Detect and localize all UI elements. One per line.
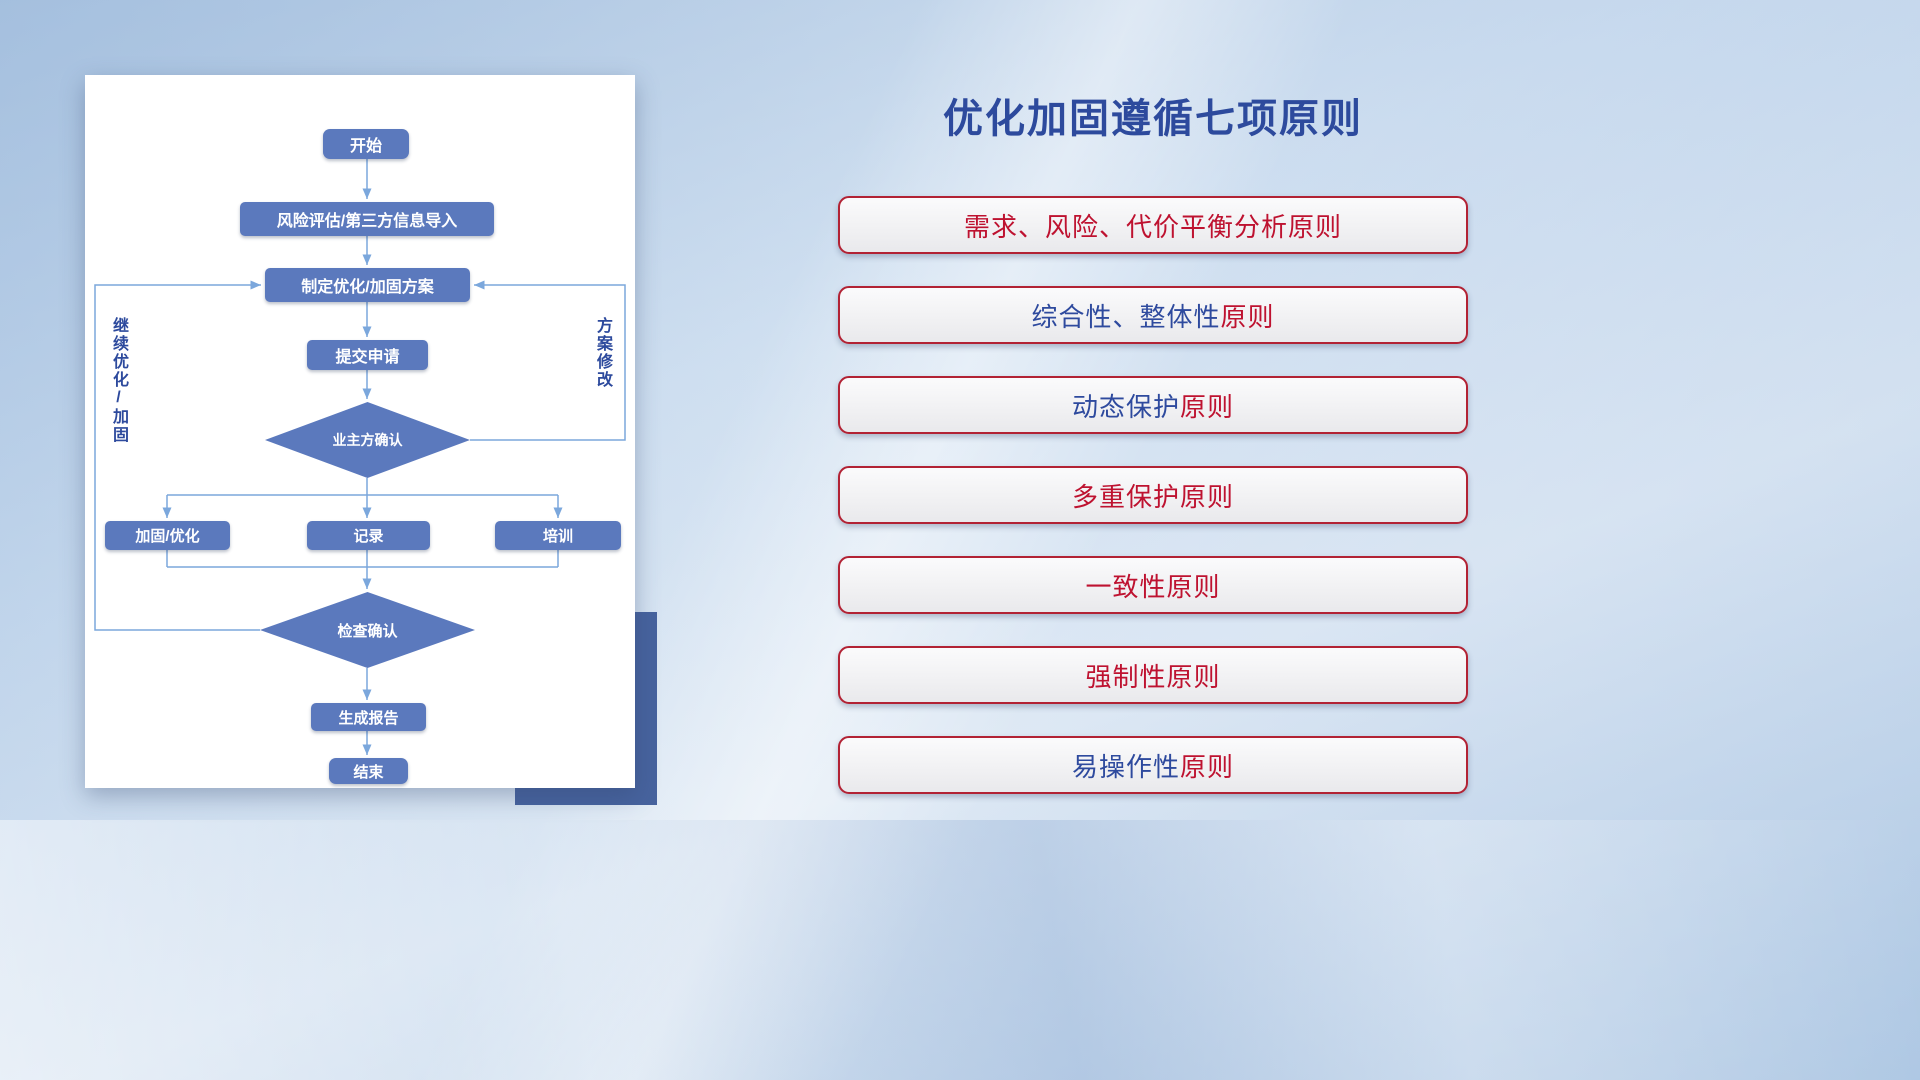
flowchart-connectors <box>94 159 626 755</box>
principle-box-4: 多重保护原则 <box>838 466 1468 524</box>
flow-node-risk-import: 风险评估/第三方信息导入 <box>240 202 494 236</box>
principle-text: 需求、风险、代价平衡分析原则 <box>963 211 1342 242</box>
flow-node-report-label: 生成报告 <box>338 709 399 727</box>
principle-text: 原则 <box>1220 301 1275 332</box>
flow-decision-owner-confirm-label: 业主方确认 <box>332 432 403 448</box>
flow-node-training: 培训 <box>495 521 621 550</box>
principle-box-3: 动态保护原则 <box>838 376 1468 434</box>
flow-node-record: 记录 <box>307 521 430 550</box>
flow-node-submit-label: 提交申请 <box>335 349 400 366</box>
flow-node-make-plan-label: 制定优化/加固方案 <box>301 279 434 296</box>
flow-loop-label-revise: 方案修改 <box>594 317 611 389</box>
flow-node-start: 开始 <box>323 129 409 159</box>
principle-text: 易操作性 <box>1071 751 1180 782</box>
principle-box-6: 强制性原则 <box>838 646 1468 704</box>
flow-decision-owner-confirm: 业主方确认 <box>265 402 470 478</box>
flow-node-harden-optimize: 加固/优化 <box>105 521 230 550</box>
flow-decision-check-confirm-label: 检查确认 <box>337 622 398 640</box>
flow-node-end-label: 结束 <box>353 763 384 781</box>
flow-loop-label-continue: 继续优化/加固 <box>110 317 127 444</box>
flow-node-submit: 提交申请 <box>307 340 428 370</box>
flow-node-training-label: 培训 <box>542 528 573 545</box>
principle-text: 综合性、整体性 <box>1031 301 1221 332</box>
principle-box-7: 易操作性原则 <box>838 736 1468 794</box>
principle-box-2: 综合性、整体性原则 <box>838 286 1468 344</box>
principles-list: 需求、风险、代价平衡分析原则综合性、整体性原则动态保护原则多重保护原则一致性原则… <box>838 196 1468 794</box>
flow-node-harden-optimize-label: 加固/优化 <box>135 528 200 545</box>
flow-decision-check-confirm: 检查确认 <box>260 592 475 668</box>
page-title: 优化加固遵循七项原则 <box>943 97 1363 141</box>
flow-node-report: 生成报告 <box>311 703 426 731</box>
flow-node-risk-import-label: 风险评估/第三方信息导入 <box>276 213 458 230</box>
flowchart-card: 开始 风险评估/第三方信息导入 制定优化/加固方案 提交申请 业主方确认 加固/… <box>85 75 635 788</box>
flow-node-record-label: 记录 <box>353 528 384 545</box>
principle-text: 原则 <box>1180 391 1235 422</box>
principle-box-5: 一致性原则 <box>838 556 1468 614</box>
principle-text: 强制性原则 <box>1085 661 1221 692</box>
flow-node-start-label: 开始 <box>349 138 382 155</box>
principle-box-1: 需求、风险、代价平衡分析原则 <box>838 196 1468 254</box>
principle-text: 动态保护 <box>1071 391 1180 422</box>
flow-node-make-plan: 制定优化/加固方案 <box>265 268 470 302</box>
principle-text: 原则 <box>1180 751 1235 782</box>
principle-text: 多重保护原则 <box>1071 481 1234 512</box>
flow-node-end: 结束 <box>329 758 408 784</box>
principle-text: 一致性原则 <box>1085 571 1221 602</box>
